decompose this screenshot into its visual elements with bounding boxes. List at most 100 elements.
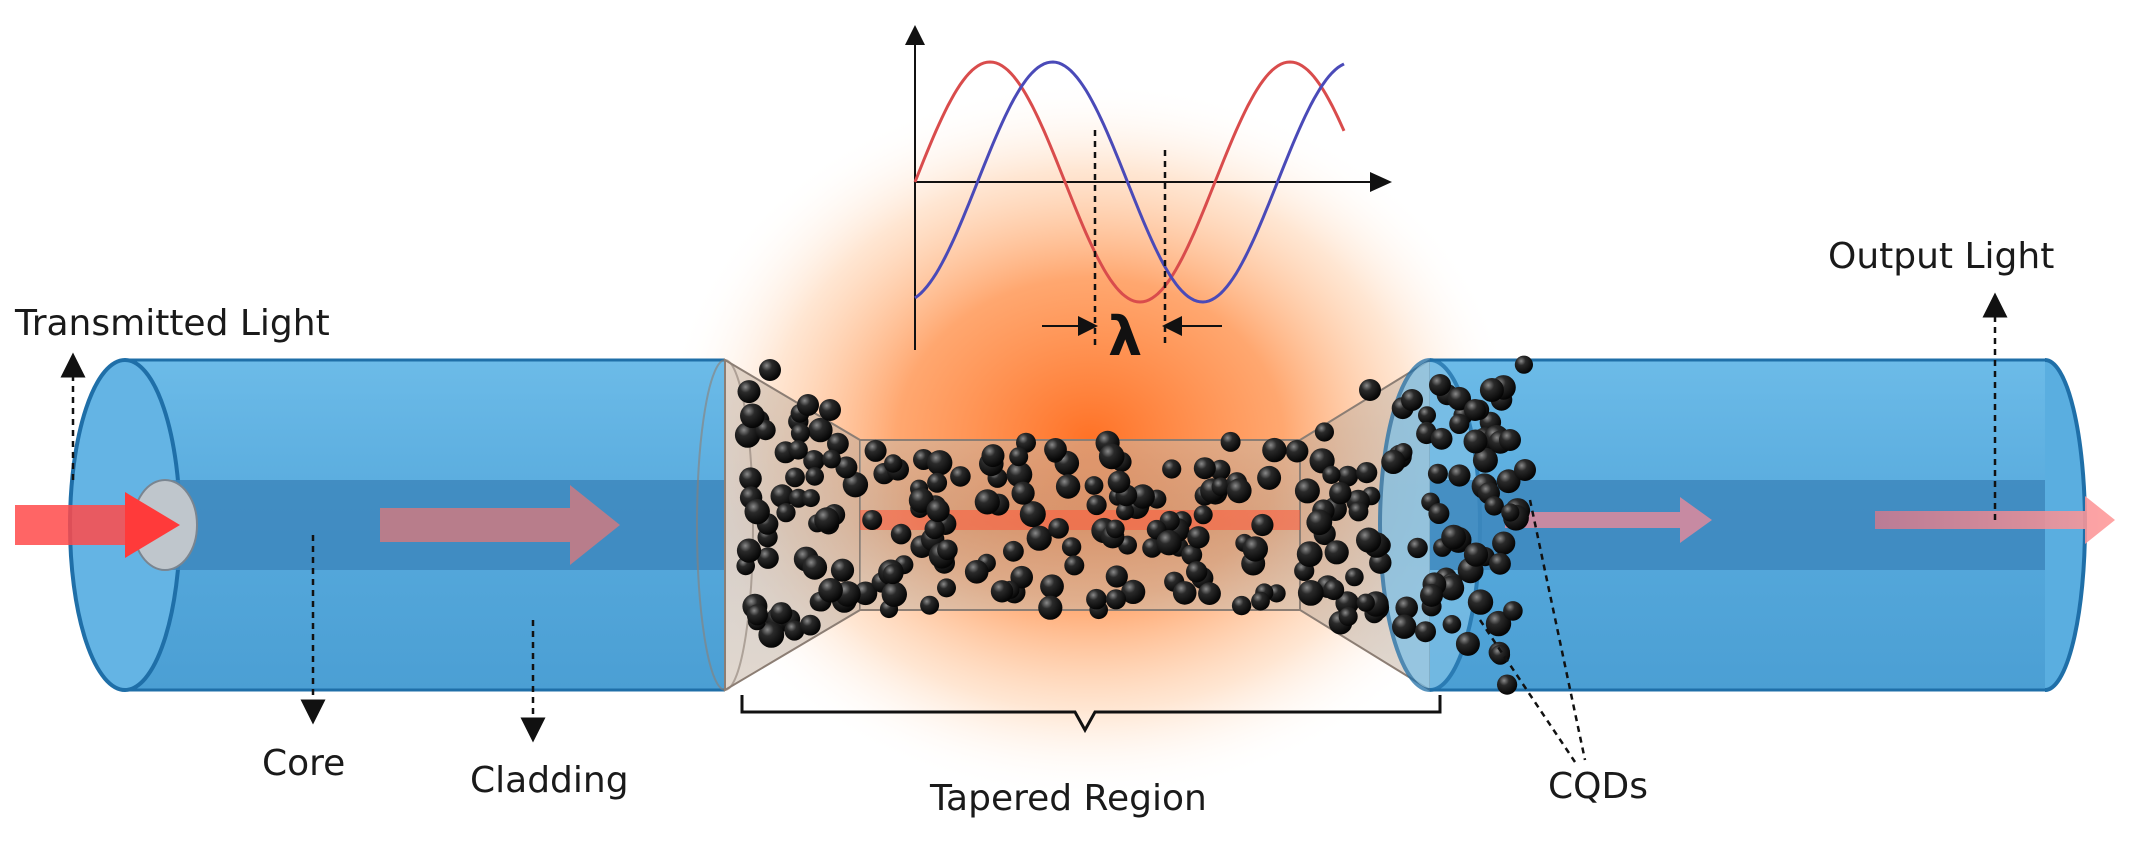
cqd-particle: [1061, 537, 1082, 557]
cqd-particle: [1251, 591, 1270, 611]
cqd-particle: [1348, 501, 1369, 522]
cqd-particle: [1418, 406, 1436, 425]
cqd-particle: [1356, 593, 1375, 612]
cqd-particle: [1098, 443, 1125, 470]
cqd-particle: [803, 450, 825, 472]
cqd-particle: [1485, 610, 1512, 637]
cqd-particle: [1338, 607, 1358, 626]
input-arrow: [15, 492, 180, 558]
cqd-particle: [1430, 427, 1453, 450]
cqd-particle: [799, 614, 821, 636]
cqd-particle: [937, 539, 958, 561]
cqd-particle: [740, 403, 765, 429]
cqd-particle: [1463, 429, 1488, 454]
cqd-particle: [1329, 482, 1352, 505]
cqd-particle: [981, 444, 1005, 468]
cqd-particle: [924, 518, 945, 540]
core-label: Core: [262, 743, 345, 784]
cqd-particle: [1026, 525, 1052, 551]
cqd-particle: [853, 581, 878, 606]
cqd-particle: [1172, 581, 1197, 605]
cqd-particle: [1003, 540, 1024, 562]
cqd-particle: [1106, 519, 1125, 539]
cqd-particle: [1064, 555, 1085, 576]
cqd-particle: [1345, 567, 1364, 587]
cqd-particle: [1285, 439, 1309, 463]
cqd-particle: [1415, 621, 1436, 643]
cqd-particle: [1186, 561, 1208, 583]
cqd-particle: [881, 581, 907, 607]
cqd-particle: [1497, 674, 1518, 695]
cqd-particle: [801, 489, 820, 508]
cqd-particle: [758, 622, 785, 648]
taper-bracket: [740, 695, 1442, 734]
cqd-particle: [1257, 465, 1282, 490]
cqd-particle: [1044, 438, 1067, 461]
cqd-particle: [1463, 542, 1489, 567]
cqd-particle: [964, 560, 989, 584]
cqd-particle: [1040, 574, 1064, 599]
cqd-particle: [1006, 461, 1033, 488]
cqd-particle: [1447, 386, 1471, 411]
cqd-particle: [927, 472, 948, 493]
cqd-particle: [1322, 465, 1341, 484]
wave-plot: λ: [905, 25, 1392, 368]
cqd-particle: [1407, 537, 1428, 559]
cqd-particle: [759, 359, 781, 381]
cqd-particle: [1220, 431, 1241, 452]
output-light-label: Output Light: [1828, 236, 2054, 277]
core-arrow-right: [1505, 497, 1712, 543]
cqd-particle: [755, 420, 776, 441]
cqd-particle: [784, 620, 805, 641]
cqd-particle: [1107, 470, 1131, 494]
cqd-particle: [1503, 601, 1523, 621]
cqd-particle: [1428, 503, 1450, 524]
lambda-label: λ: [1108, 305, 1142, 368]
cqd-particle: [937, 578, 956, 598]
cqd-particle: [1038, 595, 1063, 620]
cqd-particle: [1211, 477, 1231, 497]
cqd-particle: [1262, 437, 1287, 463]
cqd-particle: [1084, 476, 1104, 495]
cqd-particle: [822, 449, 841, 469]
cqd-particle: [1324, 540, 1349, 565]
cqd-particle: [1086, 494, 1107, 516]
cqd-particle: [1055, 474, 1081, 499]
transmitted-light-label: Transmitted Light: [14, 303, 330, 344]
cladding-label: Cladding: [470, 760, 629, 801]
cqd-particle: [1442, 615, 1462, 634]
cqd-particle: [1492, 531, 1516, 555]
cqd-particle: [882, 564, 903, 585]
cqd-particle: [1048, 518, 1069, 539]
cqd-particle: [1401, 389, 1423, 411]
cqd-particle: [1496, 469, 1521, 494]
wave-blue: [914, 60, 1345, 304]
cqd-particle: [1337, 465, 1359, 487]
cqd-particle: [1359, 379, 1381, 401]
cqd-particle: [1395, 596, 1418, 620]
cqd-particle: [1479, 378, 1504, 402]
cqd-particle: [1162, 459, 1182, 479]
cqd-particle: [974, 489, 1000, 515]
cqd-particle: [890, 523, 912, 545]
cqd-particle: [1392, 614, 1417, 639]
cqd-particle: [1226, 478, 1252, 504]
cqd-particle: [827, 432, 849, 455]
cqd-particle: [776, 503, 796, 523]
cqd-particle: [1011, 481, 1035, 505]
cqd-particle: [770, 484, 794, 508]
cqd-particle: [1467, 589, 1494, 615]
cqd-particle: [1489, 552, 1511, 575]
cqd-particle: [1198, 582, 1221, 605]
cqd-particle: [808, 417, 833, 443]
cqd-particle: [1501, 503, 1520, 522]
cqd-particle: [797, 394, 819, 416]
cqd-particle: [790, 423, 811, 443]
cqd-particle: [1314, 422, 1334, 442]
core-arrow-left: [380, 485, 620, 565]
cqd-particle: [1306, 509, 1333, 536]
cqd-particle: [1156, 530, 1182, 556]
cqd-particle: [1009, 447, 1029, 467]
